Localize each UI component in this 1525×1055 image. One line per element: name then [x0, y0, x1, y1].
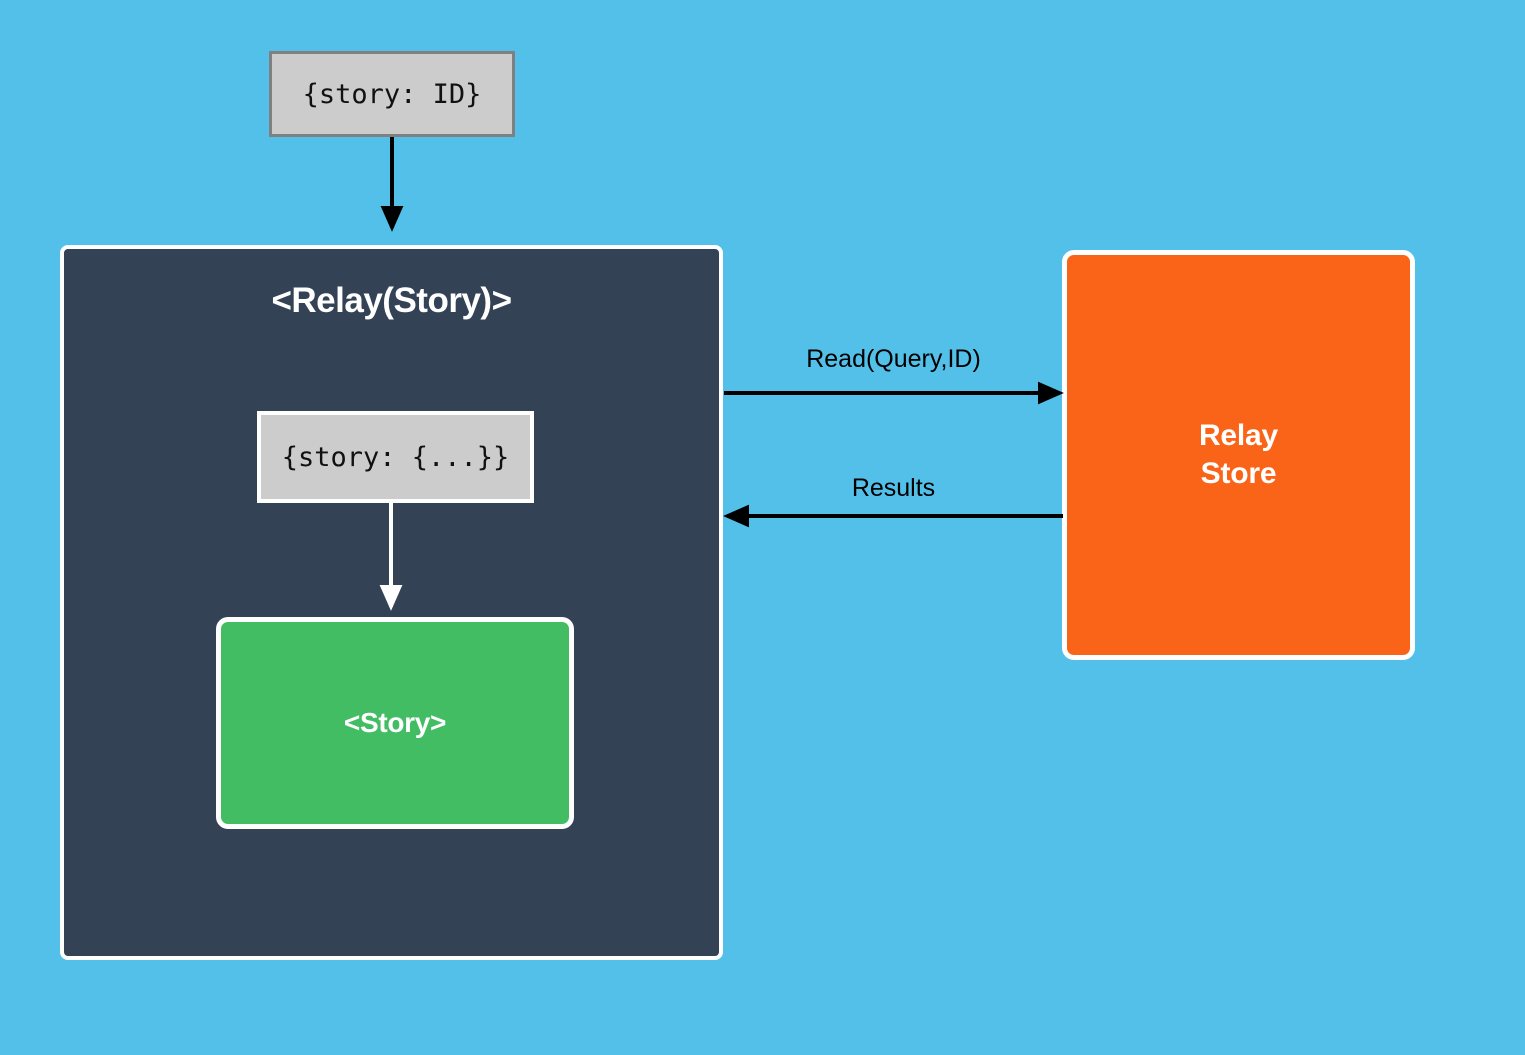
- top-prop-box: {story: ID}: [269, 51, 515, 137]
- relay-store-label-line2: Store: [1200, 457, 1277, 490]
- inner-prop-box: {story: {...}}: [257, 411, 534, 503]
- relay-store-label: Relay Store: [1199, 417, 1278, 494]
- read-query-label: Read(Query,ID): [806, 345, 981, 373]
- inner-prop-box-code: {story: {...}}: [281, 441, 510, 473]
- relay-store-box: Relay Store: [1062, 250, 1415, 660]
- relay-story-container: <Relay(Story)> {story: {...}} <Story>: [60, 245, 723, 960]
- relay-store-label-line1: Relay: [1198, 418, 1279, 452]
- relay-story-title: <Relay(Story)>: [271, 281, 512, 320]
- top-prop-box-code: {story: ID}: [302, 78, 482, 110]
- story-component-label: <Story>: [343, 707, 447, 738]
- story-component-box: <Story>: [216, 617, 574, 829]
- results-label: Results: [851, 474, 936, 502]
